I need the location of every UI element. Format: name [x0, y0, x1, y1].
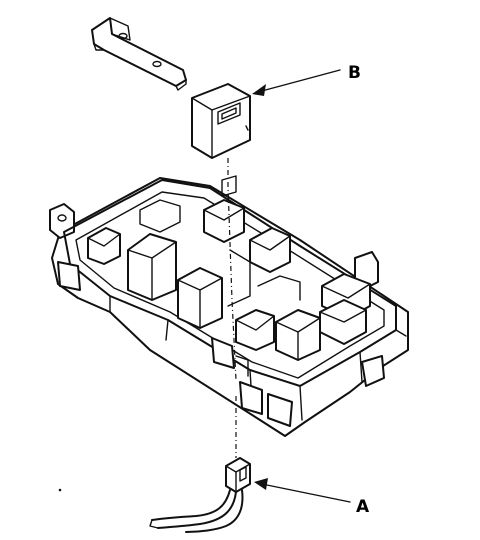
leader-arrow-a	[254, 478, 351, 503]
relay-unit-b	[191, 83, 251, 159]
leader-arrow-b	[252, 69, 341, 96]
wire-harness	[149, 489, 244, 533]
callout-label-b: B	[348, 63, 361, 83]
upper-clip	[221, 175, 237, 197]
callout-label-a: A	[356, 497, 370, 517]
speck-mark	[58, 488, 62, 492]
fuse-relay-box	[49, 177, 409, 437]
mounting-bracket	[91, 17, 187, 91]
connector-a	[225, 457, 251, 493]
alignment-centerline-upper	[227, 158, 237, 381]
